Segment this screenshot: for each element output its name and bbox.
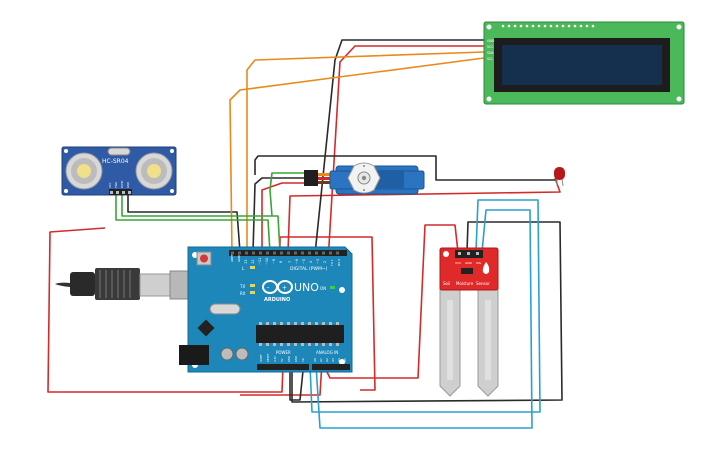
- digital-pin-tx: TX 1: [330, 259, 334, 267]
- moisture-label-sensor: Sensor: [476, 281, 490, 286]
- power-header: [257, 364, 309, 370]
- analog-pin-a0: A0: [313, 358, 317, 362]
- power-pin-reset: RESET: [266, 353, 270, 362]
- led-rx-label: RX: [240, 291, 246, 296]
- crystal: [209, 303, 241, 315]
- digital-pin-9: ~9: [272, 259, 276, 264]
- servo-motor: [304, 162, 425, 195]
- led: [554, 167, 565, 187]
- svg-text:+: +: [282, 285, 287, 292]
- wire-red-lcd-vcc: [240, 45, 484, 396]
- lcd-pin-vcc: VCC: [487, 45, 494, 49]
- digital-pin-12: 12: [251, 260, 255, 264]
- gnd-label: GND: [237, 254, 241, 262]
- digital-pin-10: ~10: [265, 258, 269, 265]
- lcd-pin-scl: SCL: [487, 57, 493, 61]
- digital-pin-6: ~6: [295, 259, 299, 264]
- wire-green-echo: [121, 194, 281, 253]
- wire-green-servo: [269, 172, 305, 217]
- lcd-pin-sda: SDA: [487, 51, 494, 55]
- sensor-pin-gnd: GND: [126, 182, 130, 188]
- analog-pin-a3: A3: [331, 358, 335, 362]
- brand-label: ARDUINO: [264, 297, 290, 303]
- sensor-pin-trig: TRIG: [114, 182, 118, 188]
- wire-blue-2: [315, 209, 533, 429]
- sensor-model: HC-SR04: [102, 158, 129, 165]
- lcd-screen: [502, 45, 662, 85]
- ultrasonic-sensor: HC-SR04 VCC TRIG ECHO GND: [61, 146, 177, 196]
- led-body: [554, 167, 565, 180]
- atmega-chip: [256, 325, 344, 343]
- soil-moisture-sensor: VCC GND SIG Soil Moisture Sensor: [439, 247, 499, 397]
- digital-label: DIGITAL (PWM~): [290, 266, 328, 272]
- wire-black-servo: [252, 177, 305, 253]
- wire-orange-scl: [229, 57, 485, 253]
- wire-red-moisture: [324, 224, 459, 379]
- digital-pin-3: ~3: [316, 259, 320, 264]
- arduino-logo-icon: [262, 280, 293, 294]
- aref-label: AREF: [230, 254, 234, 262]
- led-tx-label: TX: [239, 284, 245, 289]
- on-label: ON: [320, 286, 326, 291]
- usb-cable: [55, 268, 195, 300]
- digital-pin-13: 13: [244, 260, 248, 264]
- analog-header: [312, 364, 350, 370]
- power-pin-vin: Vin: [301, 358, 305, 362]
- model-label: UNO: [294, 281, 319, 294]
- moisture-pin-sig: SIG: [476, 261, 482, 265]
- digital-pin-11: ~11: [258, 258, 262, 265]
- moisture-label-moisture: Moisture: [456, 281, 474, 286]
- sensor-pin-echo: ECHO: [120, 181, 124, 188]
- capacitor-1: [220, 347, 234, 361]
- sparkfun-flame-icon: [482, 262, 490, 274]
- digital-pin-rx: RX 0: [337, 259, 341, 266]
- analog-pin-a2: A2: [325, 358, 329, 362]
- power-label: POWER: [276, 350, 291, 355]
- power-pin-3v3: 3.3V: [273, 356, 277, 362]
- analog-pin-a5: A5: [343, 358, 347, 362]
- wire-black-sensor: [127, 194, 241, 253]
- wires: [47, 39, 563, 429]
- wire-black-top: [254, 155, 555, 181]
- power-pin-5v: 5V: [280, 358, 284, 362]
- power-jack: [179, 345, 209, 365]
- digital-pin-5: ~5: [302, 259, 306, 264]
- power-pin-gnd-2: GND: [294, 356, 298, 362]
- servo-connector: [304, 170, 318, 186]
- moisture-label-soil: Soil: [443, 281, 450, 286]
- digital-pin-2: 2: [323, 261, 327, 263]
- digital-pin-4: 4: [309, 260, 313, 263]
- usb-chip: [197, 319, 215, 337]
- arduino-uno: AREF GND 13 12 ~11 ~10 ~9 8 7 ~6 ~5 4 ~3…: [179, 246, 353, 373]
- digital-pin-7: 7: [288, 261, 292, 263]
- power-pin-ioref: IOREF: [259, 354, 263, 362]
- sensor-crystal: [107, 147, 131, 156]
- wire-black-moisture: [291, 221, 563, 403]
- wire-red-servo: [261, 182, 305, 252]
- wire-red-left-loop: [47, 227, 284, 393]
- analog-pin-a4: A4: [337, 358, 341, 362]
- wire-blue-1: [309, 199, 541, 413]
- sensor-pin-vcc: VCC: [108, 182, 112, 188]
- power-pin-gnd-1: GND: [287, 356, 291, 362]
- digital-pin-8: 8: [279, 261, 283, 263]
- moisture-pin-gnd: GND: [465, 261, 473, 265]
- analog-pin-a1: A1: [319, 358, 323, 362]
- wire-green-trig: [115, 194, 271, 253]
- analog-label: ANALOG IN: [316, 350, 338, 355]
- wire-black-lcd-gnd: [289, 39, 484, 401]
- lcd-pin-gnd: GND: [487, 39, 495, 43]
- lcd-display: GND VCC SDA SCL: [483, 21, 685, 105]
- svg-text:–: –: [267, 284, 270, 291]
- capacitor-2: [235, 347, 249, 361]
- wire-orange-sda: [246, 51, 485, 252]
- moisture-pin-vcc: VCC: [455, 261, 461, 265]
- led-l-label: L: [242, 266, 245, 271]
